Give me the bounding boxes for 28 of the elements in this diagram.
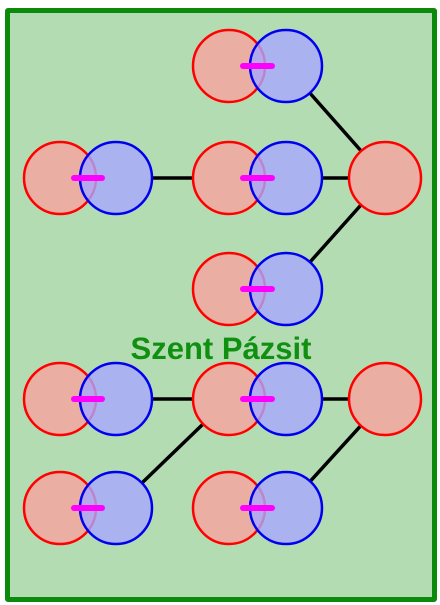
circle [248,470,324,546]
connector-line [152,176,193,180]
connector-line [308,92,362,152]
bond-mark [71,396,105,402]
bond-mark [240,175,275,181]
panel-title: Szent Pázsit [130,331,312,367]
circle [78,362,154,436]
bond-mark [240,286,275,292]
connector-line [140,422,204,484]
connector-line [152,397,193,401]
circle [248,252,324,326]
connector-line [322,176,349,180]
circle [78,470,154,546]
connector-line [322,397,349,401]
circle [78,140,154,216]
bond-mark [240,505,275,511]
bond-mark [240,396,275,402]
circle [248,28,324,104]
bond-mark [71,505,105,511]
circle [248,140,324,216]
panel [5,8,437,602]
bond-mark [71,175,105,181]
connector-line [308,424,362,483]
circle [348,362,422,436]
circle [248,362,324,436]
circle [348,140,422,216]
connector-line [308,204,362,264]
bond-mark [240,63,275,69]
